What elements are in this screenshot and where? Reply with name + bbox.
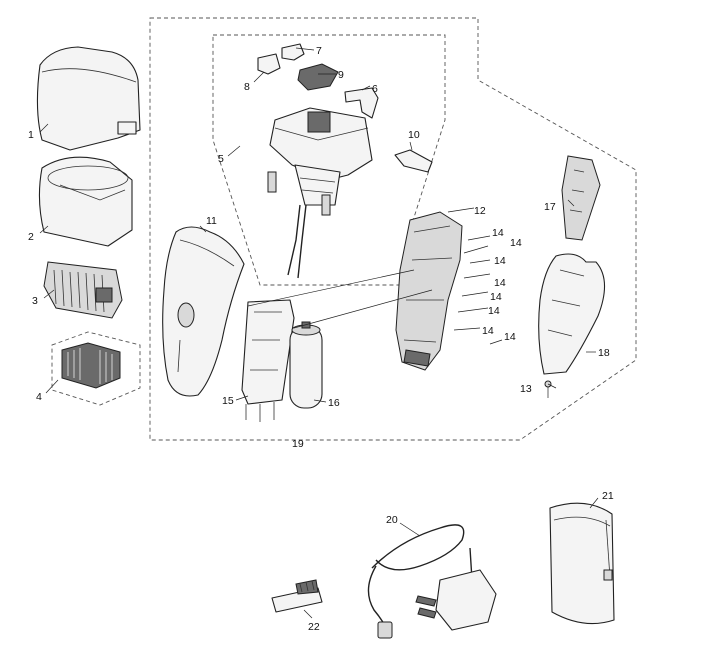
leader-lines xyxy=(39,47,599,619)
callout-12: 12 xyxy=(474,205,486,217)
callout-20: 20 xyxy=(386,514,398,526)
callout-9: 9 xyxy=(338,69,344,81)
callout-4: 4 xyxy=(36,391,42,403)
part-22-brush xyxy=(271,579,323,613)
callout-18: 18 xyxy=(598,347,610,359)
part-4-foil-blades xyxy=(61,342,121,389)
callout-2: 2 xyxy=(28,231,34,243)
callout-21: 21 xyxy=(602,490,614,502)
part-2-frame xyxy=(38,156,133,247)
part-9-blade-base xyxy=(297,63,339,91)
callout-19: 19 xyxy=(292,438,304,450)
callout-22: 22 xyxy=(308,621,320,633)
assembly-19-outline xyxy=(149,17,637,441)
part-8-clip xyxy=(257,53,281,75)
callout-15: 15 xyxy=(222,395,234,407)
part-18-rear-case xyxy=(538,253,606,375)
callout-17: 17 xyxy=(544,201,556,213)
callout-6: 6 xyxy=(372,83,378,95)
callout-14-d: 14 xyxy=(494,277,506,289)
callout-14-g: 14 xyxy=(482,325,494,337)
callout-5: 5 xyxy=(218,153,224,165)
part-3-inner-blade xyxy=(43,261,123,319)
assembly-5-outline xyxy=(212,34,446,286)
part-14-screws xyxy=(453,235,503,345)
part-5-motor-assembly xyxy=(267,107,373,279)
callout-11: 11 xyxy=(206,215,217,227)
callout-7: 7 xyxy=(316,45,322,57)
callout-14-e: 14 xyxy=(490,291,502,303)
part-10-switch xyxy=(394,149,433,173)
part-11-front-case xyxy=(162,226,245,397)
callout-14-c: 14 xyxy=(494,255,506,267)
callout-14-b: 14 xyxy=(510,237,522,249)
part-6-bracket xyxy=(344,87,379,119)
part-20-adapter xyxy=(367,524,497,639)
callout-labels: 1 2 3 4 5 6 7 8 9 10 11 12 13 14 14 14 1… xyxy=(28,45,614,633)
callout-14-f: 14 xyxy=(488,305,500,317)
part-16-battery xyxy=(289,321,323,409)
callout-10: 10 xyxy=(408,129,420,141)
assembly-4-outline xyxy=(51,331,141,406)
part-1-outer-cap xyxy=(36,46,141,151)
callout-16: 16 xyxy=(328,397,340,409)
callout-14-h: 14 xyxy=(504,331,516,343)
callout-8: 8 xyxy=(244,81,250,93)
callout-13: 13 xyxy=(520,383,532,395)
callout-3: 3 xyxy=(32,295,38,307)
part-7-clip xyxy=(281,43,305,61)
part-13-screw xyxy=(544,380,552,398)
part-15-circuit-board xyxy=(241,299,295,422)
callout-1: 1 xyxy=(28,129,34,141)
part-21-pouch xyxy=(549,502,615,625)
callout-14-a: 14 xyxy=(492,227,504,239)
part-17-trimmer xyxy=(561,155,601,241)
